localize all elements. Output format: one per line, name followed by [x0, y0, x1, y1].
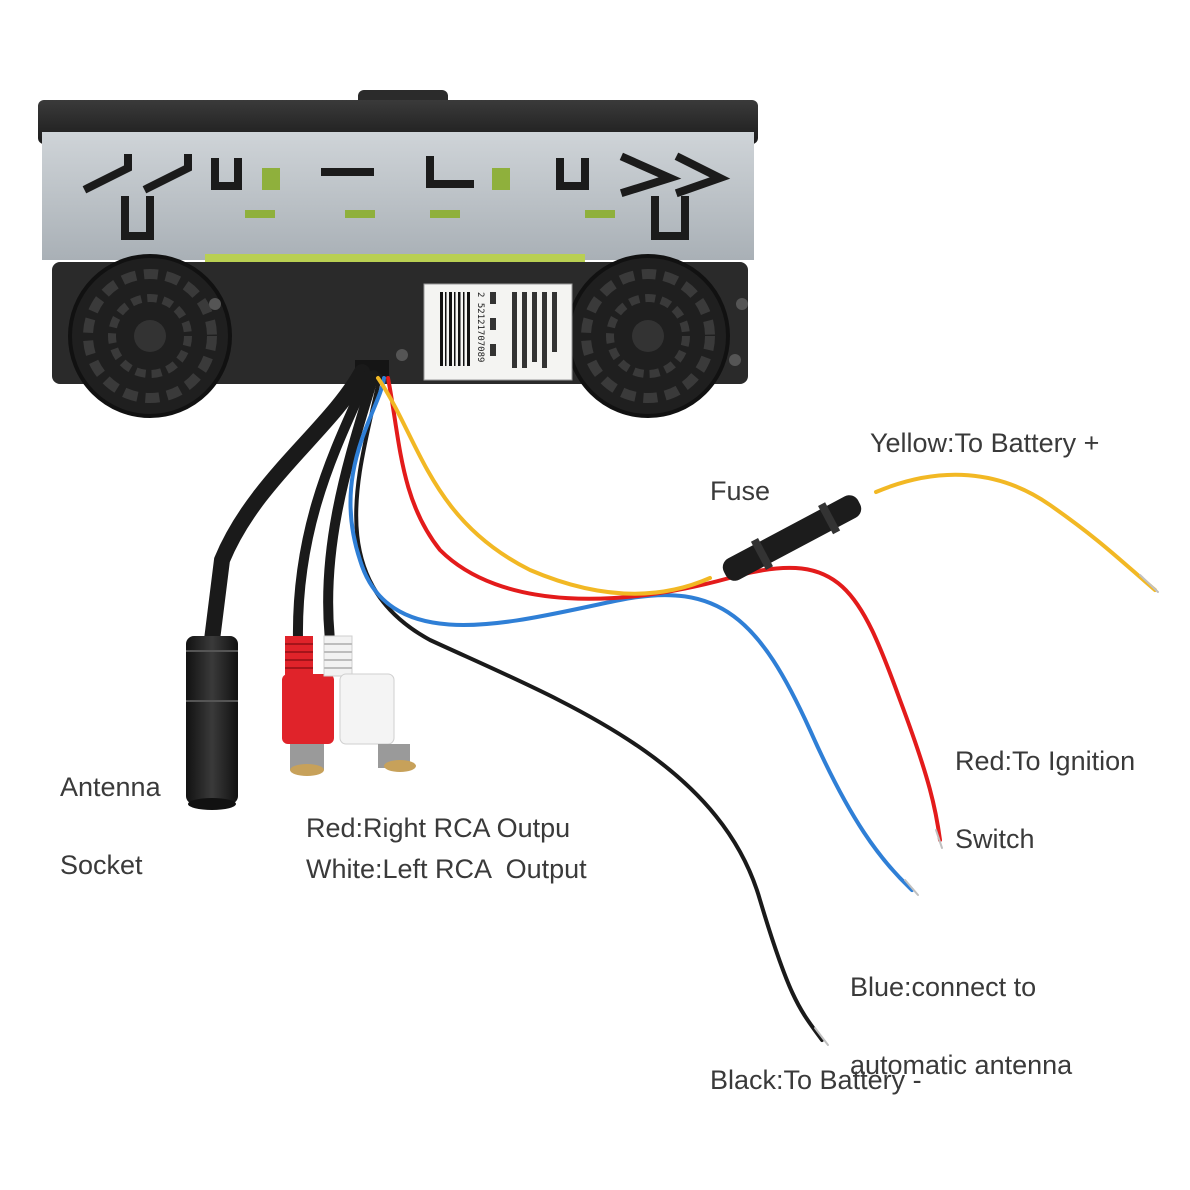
label-yellow-battery: Yellow:To Battery +: [870, 428, 1100, 458]
bare-wire-tips: [814, 574, 1159, 1046]
barcode: [440, 292, 470, 366]
antenna-cable: [204, 364, 370, 648]
yellow-wire-out: [874, 472, 1157, 592]
chassis-slots: [245, 168, 615, 218]
chassis-cutouts: [82, 152, 731, 240]
black-wire: [354, 374, 824, 1042]
label-fuse: Fuse: [710, 476, 771, 506]
radio-unit: [38, 90, 758, 418]
screws: [209, 298, 748, 366]
label-blue-antenna: Blue:connect to automatic antenna: [850, 922, 1072, 1104]
sticker-serial: 2 52121707089: [475, 292, 485, 363]
label-red-ignition: Red:To Ignition Switch: [955, 696, 1135, 878]
rca-red-plug: [282, 636, 334, 776]
wire-harness: [204, 364, 1159, 1046]
left-fan: [68, 254, 232, 418]
rca-white-cable: [323, 370, 379, 645]
label-red-rca: Red:Right RCA Outpu: [306, 813, 571, 843]
rca-red-cable: [292, 370, 373, 645]
antenna-socket-plug: [186, 636, 238, 810]
yellow-wire: [376, 376, 712, 596]
label-white-rca: White:Left RCA Output: [306, 854, 587, 884]
label-red-ignition-line1: Red:To Ignition: [955, 746, 1136, 776]
label-black-battery: Black:To Battery -: [710, 1065, 922, 1095]
label-blue-line1: Blue:connect to: [850, 972, 1037, 1002]
rca-white-plug: [323, 635, 416, 772]
red-wire: [386, 376, 942, 842]
metal-chassis: [42, 132, 754, 260]
label-antenna-line1: Antenna: [60, 772, 161, 802]
sticker-chinese-text: [490, 292, 557, 368]
blue-wire: [348, 376, 914, 892]
right-fan: [566, 254, 730, 418]
label-antenna-line2: Socket: [60, 850, 143, 880]
label-blue-line2: automatic antenna: [850, 1050, 1073, 1080]
fuse-holder: [722, 495, 862, 581]
label-sticker: [423, 283, 573, 381]
label-red-ignition-line2: Switch: [955, 824, 1035, 854]
label-antenna-socket: Antenna Socket: [60, 722, 161, 904]
